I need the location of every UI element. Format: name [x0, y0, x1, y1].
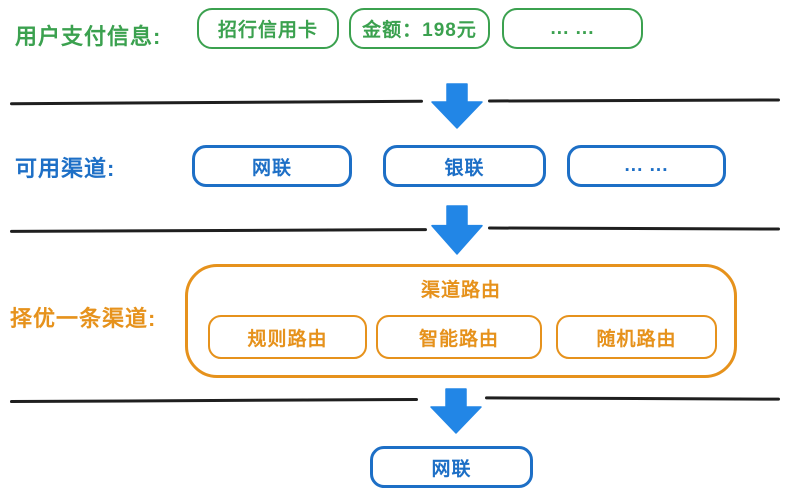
box-channels-ellipsis: ... ...	[567, 145, 726, 187]
divider-line	[9, 99, 424, 106]
down-arrow-icon	[426, 83, 488, 129]
down-arrow-icon	[425, 388, 487, 434]
box-selected-channel: 网联	[370, 446, 533, 488]
box-cmb-credit-card: 招行信用卡	[197, 8, 339, 49]
divider-line	[9, 228, 428, 233]
box-wanglian: 网联	[192, 145, 352, 187]
channel-selection-label: 择优一条渠道:	[10, 306, 157, 331]
channel-routing-group: 渠道路由 规则路由 智能路由 随机路由	[185, 264, 737, 378]
divider-line	[487, 226, 781, 231]
divider-line	[9, 397, 419, 404]
divider-line	[484, 396, 781, 401]
box-rule-routing: 规则路由	[208, 315, 367, 359]
payment-info-label: 用户支付信息:	[15, 24, 162, 49]
box-random-routing: 随机路由	[556, 315, 717, 359]
down-arrow-icon	[426, 205, 488, 255]
box-smart-routing: 智能路由	[376, 315, 542, 359]
box-yinlian: 银联	[383, 145, 546, 187]
divider-line	[487, 98, 781, 103]
available-channels-label: 可用渠道:	[15, 156, 116, 181]
box-payment-info-ellipsis: ... ...	[502, 8, 643, 49]
box-amount: 金额：198元	[349, 8, 490, 49]
channel-routing-group-title: 渠道路由	[420, 280, 501, 301]
